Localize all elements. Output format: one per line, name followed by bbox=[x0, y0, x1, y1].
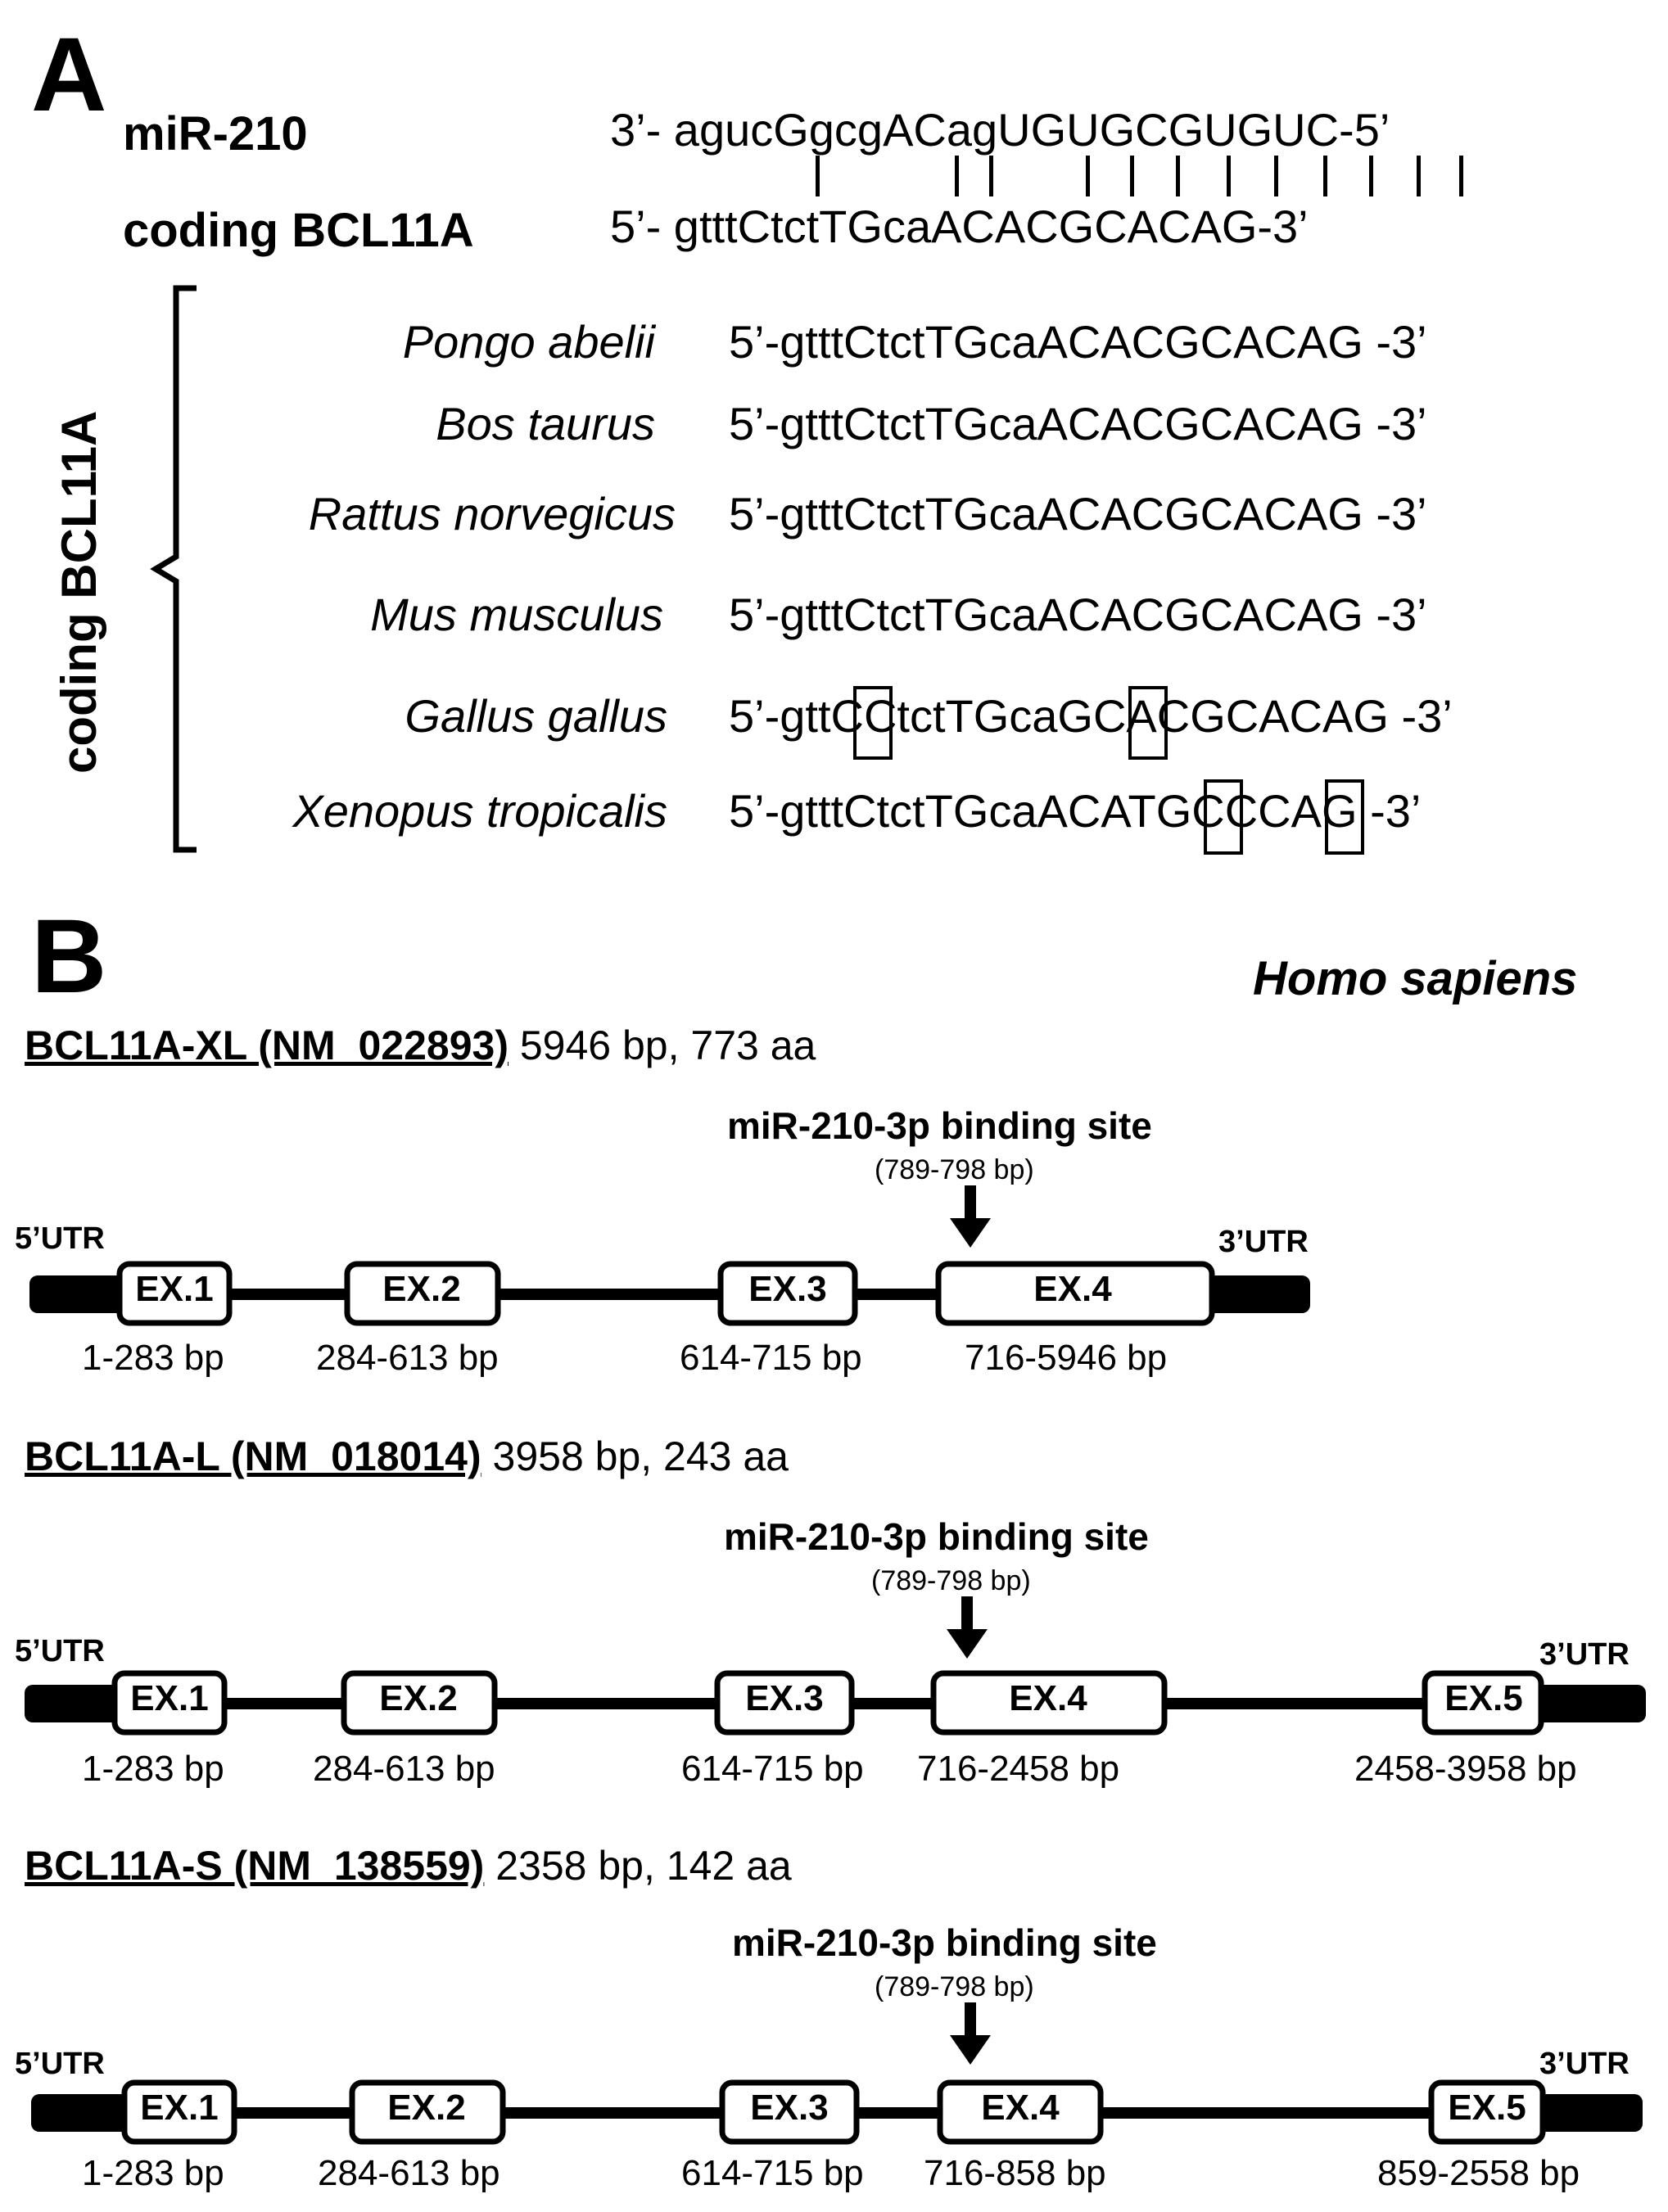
utr3-label: 3’UTR bbox=[1539, 1637, 1630, 1672]
utr3-label: 3’UTR bbox=[1218, 1225, 1309, 1259]
exon-range: 284-613 bp bbox=[316, 1338, 499, 1378]
exon-range: 614-715 bp bbox=[681, 1749, 864, 1789]
binding-arrow-icon bbox=[947, 1596, 988, 1659]
exon-range: 614-715 bp bbox=[681, 2153, 864, 2193]
exon-range: 614-715 bp bbox=[680, 1338, 862, 1378]
species-name: Bos taurus bbox=[436, 398, 655, 449]
species-sequence: 5’-gtttCtctTGcaACACGCACAG -3’ bbox=[729, 589, 1427, 640]
mismatch-box bbox=[1325, 779, 1364, 855]
exon-range: 1-283 bp bbox=[82, 1749, 224, 1789]
species-name: Pongo abelii bbox=[402, 316, 655, 368]
binding-arrow-icon bbox=[950, 2002, 991, 2065]
panel-b-letter: B bbox=[31, 898, 107, 1015]
exon-label: EX.3 bbox=[748, 1269, 827, 1309]
isoform-info: 3958 bp, 243 aa bbox=[492, 1433, 789, 1479]
mismatch-box bbox=[1204, 779, 1243, 855]
isoform-name: BCL11A-XL (NM_022893) bbox=[25, 1022, 509, 1068]
binding-site-label: miR-210-3p binding site bbox=[724, 1515, 1149, 1558]
mir-210-label: miR-210 bbox=[123, 107, 308, 160]
exon-label: EX.2 bbox=[379, 1678, 458, 1718]
exon-label: EX.1 bbox=[140, 2088, 219, 2128]
isoform-title: BCL11A-S (NM_138559) 2358 bp, 142 aa bbox=[25, 1842, 792, 1889]
exon-range: 716-858 bp bbox=[924, 2153, 1106, 2193]
exon-range: 859-2558 bp bbox=[1377, 2153, 1580, 2193]
utr5-label: 5’UTR bbox=[15, 1221, 105, 1256]
exon-label: EX.5 bbox=[1444, 1678, 1523, 1718]
gene-structure-l bbox=[25, 1670, 1646, 1736]
panel-a-letter: A bbox=[31, 16, 107, 133]
exon-label: EX.2 bbox=[382, 1269, 461, 1309]
binding-arrow-icon bbox=[950, 1185, 991, 1248]
coding-bcl11a-sequence: 5’- gtttCtctTGcaACACGCACAG-3’ bbox=[610, 201, 1309, 252]
binding-site-range: (789-798 bp) bbox=[875, 1971, 1034, 2002]
utr3-label: 3’UTR bbox=[1539, 2047, 1630, 2081]
exon-range: 1-283 bp bbox=[82, 2153, 224, 2193]
species-sequence: 5’-gtttCtctTGcaACACGCACAG -3’ bbox=[729, 316, 1427, 368]
binding-site-label: miR-210-3p binding site bbox=[727, 1104, 1152, 1147]
exon-range: 284-613 bp bbox=[318, 2153, 500, 2193]
species-sequence: 5’-gtttCtctTGcaACACGCACAG -3’ bbox=[729, 488, 1427, 539]
isoform-name: BCL11A-S (NM_138559) bbox=[25, 1843, 485, 1889]
isoform-title: BCL11A-L (NM_018014) 3958 bp, 243 aa bbox=[25, 1433, 789, 1480]
exon-range: 2458-3958 bp bbox=[1354, 1749, 1577, 1789]
exon-label: EX.4 bbox=[981, 2088, 1060, 2128]
species-bracket bbox=[150, 285, 197, 853]
exon-label: EX.3 bbox=[750, 2088, 829, 2128]
isoform-title: BCL11A-XL (NM_022893) 5946 bp, 773 aa bbox=[25, 1022, 816, 1069]
exon-label: EX.2 bbox=[387, 2088, 466, 2128]
mismatch-box bbox=[853, 686, 893, 760]
species-name: Rattus norvegicus bbox=[308, 488, 676, 539]
exon-range: 284-613 bp bbox=[313, 1749, 495, 1789]
species-name: Mus musculus bbox=[370, 589, 663, 640]
exon-range: 716-5946 bp bbox=[965, 1338, 1168, 1378]
utr5-label: 5’UTR bbox=[15, 1634, 105, 1668]
species-sequence: 5’-gtttCtctTGcaACACGCACAG -3’ bbox=[729, 398, 1427, 449]
species-sequence: 5’-gttCCtctTGcaGCACGCACAG -3’ bbox=[729, 690, 1453, 742]
isoform-name: BCL11A-L (NM_018014) bbox=[25, 1433, 481, 1479]
exon-label: EX.1 bbox=[135, 1269, 214, 1309]
coding-bcl11a-label: coding BCL11A bbox=[123, 204, 474, 257]
species-name: Gallus gallus bbox=[405, 690, 667, 742]
organism-label: Homo sapiens bbox=[1253, 952, 1578, 1005]
species-sequence: 5’-gtttCtctTGcaACATGCCCAG -3’ bbox=[729, 785, 1422, 837]
mir-210-sequence: 3’- agucGgcgACagUGUGCGUGUC-5’ bbox=[610, 104, 1390, 156]
exon-label: EX.4 bbox=[1009, 1678, 1087, 1718]
exon-range: 716-2458 bp bbox=[917, 1749, 1120, 1789]
exon-label: EX.3 bbox=[745, 1678, 824, 1718]
exon-label: EX.4 bbox=[1033, 1269, 1112, 1309]
species-name: Xenopus tropicalis bbox=[292, 785, 667, 837]
exon-label: EX.1 bbox=[130, 1678, 209, 1718]
exon-label: EX.5 bbox=[1448, 2088, 1526, 2128]
gene-structure-xl bbox=[29, 1261, 1310, 1326]
isoform-info: 2358 bp, 142 aa bbox=[495, 1843, 792, 1889]
isoform-info: 5946 bp, 773 aa bbox=[519, 1022, 816, 1068]
binding-site-range: (789-798 bp) bbox=[875, 1154, 1034, 1185]
binding-site-label: miR-210-3p binding site bbox=[732, 1921, 1157, 1964]
binding-site-range: (789-798 bp) bbox=[871, 1565, 1031, 1596]
utr5-label: 5’UTR bbox=[15, 2047, 105, 2081]
mismatch-box bbox=[1128, 686, 1168, 760]
gene-structure-s bbox=[31, 2079, 1643, 2145]
exon-range: 1-283 bp bbox=[82, 1338, 224, 1378]
